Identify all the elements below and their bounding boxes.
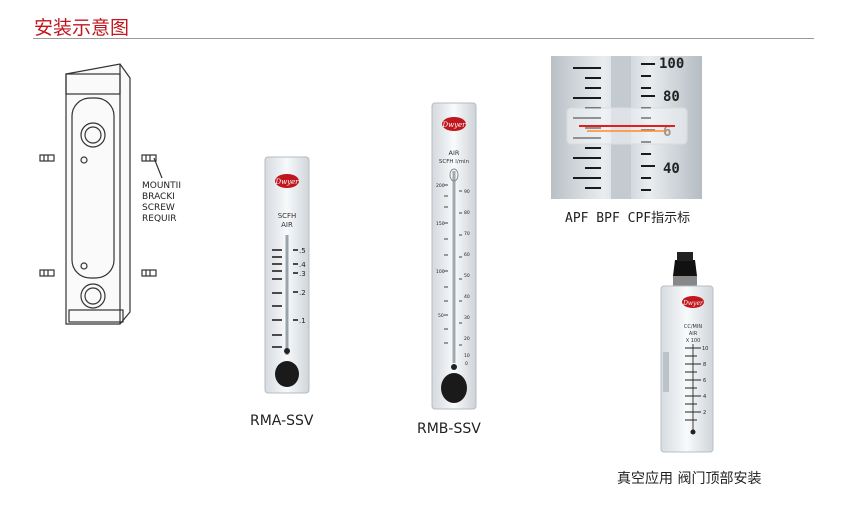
rmb-left-200: 200 bbox=[436, 183, 445, 189]
rmb-right-60: 60 bbox=[464, 252, 470, 258]
rma-scale-02: .2 bbox=[299, 289, 306, 297]
rma-flowmeter-image: Dwyer SCFH AIR .5 .4 .3 .2 .1 bbox=[264, 156, 310, 394]
rmb-right-20: 20 bbox=[464, 336, 470, 342]
rmb-brand-logo: Dwyer bbox=[441, 121, 466, 129]
rma-scale-05: .5 bbox=[299, 247, 306, 255]
rma-scale-04: .4 bbox=[299, 261, 306, 269]
vacuum-unit-line1: CC/MIN bbox=[684, 324, 702, 330]
apf-caption: APF BPF CPF指示标 bbox=[565, 211, 691, 226]
rmb-right-80: 80 bbox=[464, 210, 470, 216]
vacuum-unit-line3: X 100 bbox=[686, 338, 701, 344]
vacuum-brand-logo: Dwyer bbox=[682, 300, 704, 307]
apf-scale-80: 80 bbox=[663, 89, 680, 105]
rma-unit-line1: SCFH bbox=[278, 212, 297, 220]
vacuum-unit-line2: AIR bbox=[689, 331, 698, 337]
rmb-right-70: 70 bbox=[464, 231, 470, 237]
rmb-right-0: 0 bbox=[465, 361, 468, 367]
rmb-right-10: 10 bbox=[464, 353, 470, 359]
rmb-right-30: 30 bbox=[464, 315, 470, 321]
callout-line-3: SCREW bbox=[142, 203, 175, 213]
vacuum-scale-2: 2 bbox=[703, 410, 706, 416]
title-divider bbox=[33, 38, 814, 39]
rmb-right-40: 40 bbox=[464, 294, 470, 300]
rma-unit-line2: AIR bbox=[281, 221, 293, 229]
rma-brand-logo: Dwyer bbox=[274, 178, 299, 186]
vacuum-caption: 真空应用 阀门顶部安装 bbox=[617, 471, 762, 487]
rma-caption: RMA-SSV bbox=[250, 413, 314, 429]
rmb-caption: RMB-SSV bbox=[417, 421, 481, 437]
callout-line-2: BRACKI bbox=[142, 192, 175, 202]
apf-scale-40: 40 bbox=[663, 161, 680, 177]
rmb-right-50: 50 bbox=[464, 273, 470, 279]
rma-scale-03: .3 bbox=[299, 270, 306, 278]
rmb-unit-line1: AIR bbox=[449, 149, 460, 157]
rmb-left-150: 150 bbox=[436, 221, 445, 227]
vacuum-scale-10: 10 bbox=[702, 346, 708, 352]
page-title: 安装示意图 bbox=[34, 17, 130, 39]
apf-scale-100: 100 bbox=[659, 56, 684, 72]
vacuum-flowmeter-image: Dwyer CC/MIN AIR X 100 10 8 6 4 2 bbox=[660, 252, 714, 453]
rmb-left-50: 50 bbox=[438, 313, 444, 319]
rma-scale-01: .1 bbox=[299, 317, 306, 325]
mounting-line-drawing: MOUNTII BRACKI SCREW REQUIR bbox=[39, 63, 181, 325]
vacuum-scale-6: 6 bbox=[703, 378, 706, 384]
rmb-left-100: 100 bbox=[436, 269, 445, 275]
vacuum-scale-4: 4 bbox=[703, 394, 706, 400]
vacuum-scale-8: 8 bbox=[703, 362, 706, 368]
rmb-unit-line2: SCFH l/min bbox=[439, 159, 470, 165]
rmb-right-90: 90 bbox=[464, 189, 470, 195]
callout-line-4: REQUIR bbox=[142, 214, 177, 224]
rmb-flowmeter-image: Dwyer AIR SCFH l/min 200 150 100 50 90 8… bbox=[431, 102, 477, 410]
apf-indicator-image: 100 80 6 40 bbox=[551, 56, 702, 199]
callout-line-1: MOUNTII bbox=[142, 181, 181, 191]
